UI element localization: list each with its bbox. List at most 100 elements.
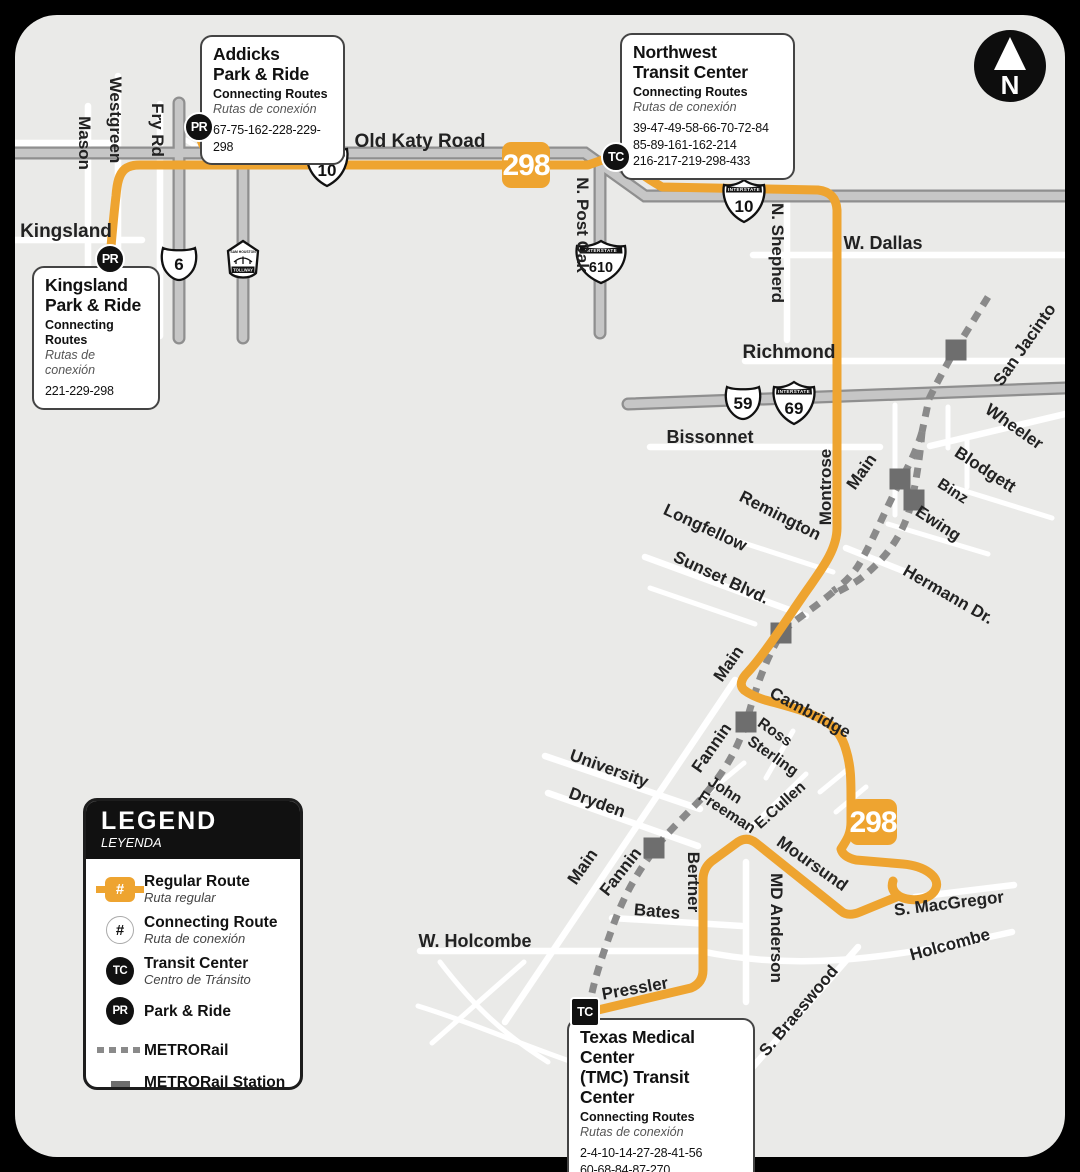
label-main: Main [843, 450, 881, 493]
legend-item-label: Transit Center [144, 955, 249, 972]
legend-item-transit-center: TC Transit Center Centro de Tránsito [96, 955, 292, 987]
street-line [608, 914, 746, 930]
label-n-shepherd: N. Shepherd [768, 203, 787, 303]
metrorail-station [945, 339, 967, 361]
metrorail [585, 295, 991, 1011]
callout-title: Park & Ride [213, 64, 310, 84]
us59-shield: 59 [724, 385, 762, 421]
park-and-ride-icon: PR [96, 996, 144, 1026]
label-holcombe: Holcombe [908, 925, 992, 965]
street-line [544, 789, 702, 850]
map-graphics: INTERSTATE 10 INTERSTATE 10 INTERSTATE 6… [15, 30, 1065, 1072]
route-298-line [105, 152, 942, 1015]
connecting-routes-label: Connecting Routes [45, 318, 114, 347]
label-montrose: Montrose [816, 449, 835, 526]
i69-shield: INTERSTATE 69 [772, 380, 816, 426]
route-number: 298 [502, 149, 549, 182]
label-old-katy-road: Old Katy Road [355, 131, 486, 152]
route-298-badge: 298 [849, 799, 898, 845]
label-md-anderson: MD Anderson [767, 873, 786, 983]
callout-title: Addicks [213, 44, 280, 64]
metrorail-line [830, 430, 926, 594]
label-e-cullen: E.Cullen [752, 778, 809, 832]
legend-item-metrorail-station: METRORail Station Estación de METRORail [96, 1074, 292, 1090]
route-number-placeholder: # [106, 916, 134, 944]
metrorail-station [735, 711, 757, 733]
legend-item-label: METRORail [144, 1041, 229, 1059]
us59-number: 59 [734, 394, 753, 413]
legend-item-sublabel: Ruta de conexión [144, 931, 246, 946]
label-wheeler: Wheeler [982, 400, 1047, 454]
tollway-word: TOLLWAY [233, 268, 253, 273]
legend-item-regular-route: # Regular Route Ruta regular [96, 873, 292, 905]
callout-northwest-transit-center: Northwest Transit Center Connecting Rout… [620, 33, 795, 180]
tc-badge: TC [106, 957, 134, 985]
us6-number: 6 [174, 255, 183, 274]
i610-shield: INTERSTATE 610 [575, 239, 627, 285]
label-kingsland: Kingsland [20, 221, 112, 242]
legend-item-connecting-route: # Connecting Route Ruta de conexión [96, 914, 292, 946]
north-label: N [1001, 70, 1020, 100]
north-arrow-icon [994, 37, 1026, 70]
freeway-59-69 [623, 383, 1065, 409]
callout-addicks-park-and-ride: Addicks Park & Ride Connecting Routes Ru… [200, 35, 345, 165]
sam-houston-tollway-shield: SAM HOUSTON TOLLWAY [226, 239, 260, 279]
route-list: 67-75-162-228-229-298 [213, 123, 321, 154]
connecting-routes-label-es: Rutas de conexión [633, 100, 737, 114]
label-fry-rd: Fry Rd [148, 103, 167, 157]
route-298-badge: 298 [502, 142, 551, 188]
label-hermann-dr: Hermann Dr. [900, 561, 997, 628]
street-line [647, 585, 758, 627]
route-number-placeholder: # [105, 876, 135, 902]
street-line [842, 544, 910, 576]
street-line [745, 771, 809, 833]
legend-item-metrorail: METRORail [96, 1035, 292, 1065]
legend-subtitle: LEYENDA [101, 835, 162, 850]
transit-center-icon: TC [96, 956, 144, 986]
callout-title: Northwest [633, 42, 717, 62]
label-bertner: Bertner [684, 852, 703, 913]
legend-title: LEGEND [101, 807, 218, 835]
park-and-ride-badge-kingsland: PR [95, 244, 125, 274]
route-list: 85-89-161-162-214 [633, 137, 737, 152]
park-and-ride-badge-addicks: PR [184, 112, 214, 142]
connecting-route-icon: # [96, 915, 144, 945]
pr-badge: PR [106, 997, 134, 1025]
street-line [707, 529, 836, 575]
legend-item-label: Park & Ride [144, 1002, 232, 1020]
street-line [541, 752, 704, 813]
us6-shield: 6 [160, 246, 198, 282]
label-n-post-oak: N. Post Oak [573, 177, 592, 273]
route-list: 60-68-84-87-270 [580, 1162, 671, 1172]
callout-title: Kingsland [45, 275, 128, 295]
callout-title: Park & Ride [45, 295, 142, 315]
label-fannin: Fannin [688, 719, 736, 776]
connecting-routes-label: Connecting Routes [580, 1110, 695, 1124]
label-remington: Remington [736, 487, 824, 544]
legend-item-label: Connecting Route [144, 914, 278, 931]
label-longfellow: Longfellow [661, 500, 751, 555]
street-line [501, 676, 739, 1026]
legend-item-park-and-ride: PR Park & Ride [96, 996, 292, 1026]
tollway-name: SAM HOUSTON [230, 250, 256, 254]
connecting-routes-label: Connecting Routes [633, 85, 748, 99]
local-streets [15, 72, 1065, 1072]
i10-number: 10 [735, 197, 754, 216]
route-list: 216-217-219-298-433 [633, 154, 751, 168]
street-line [437, 959, 551, 1065]
legend-body: # Regular Route Ruta regular # Connectin… [86, 859, 300, 1090]
legend-item-sublabel: Centro de Tránsito [144, 972, 251, 987]
connecting-routes-label-es: Rutas de conexión [580, 1125, 684, 1139]
label-bissonnet: Bissonnet [666, 427, 753, 447]
callout-kingsland-park-and-ride: Kingsland Park & Ride Connecting Routes … [32, 266, 160, 410]
callout-title: (TMC) Transit Center [580, 1067, 690, 1107]
metrorail-line [831, 431, 926, 598]
legend-item-label: METRORail Station [144, 1074, 286, 1090]
metrorail-station [889, 468, 911, 490]
connecting-routes-label: Connecting Routes [213, 87, 328, 101]
label-san-jacinto: San Jacinto [989, 300, 1059, 389]
street-line [696, 928, 1016, 965]
route-list: 221-229-298 [45, 384, 114, 398]
metrorail-station [903, 489, 925, 511]
